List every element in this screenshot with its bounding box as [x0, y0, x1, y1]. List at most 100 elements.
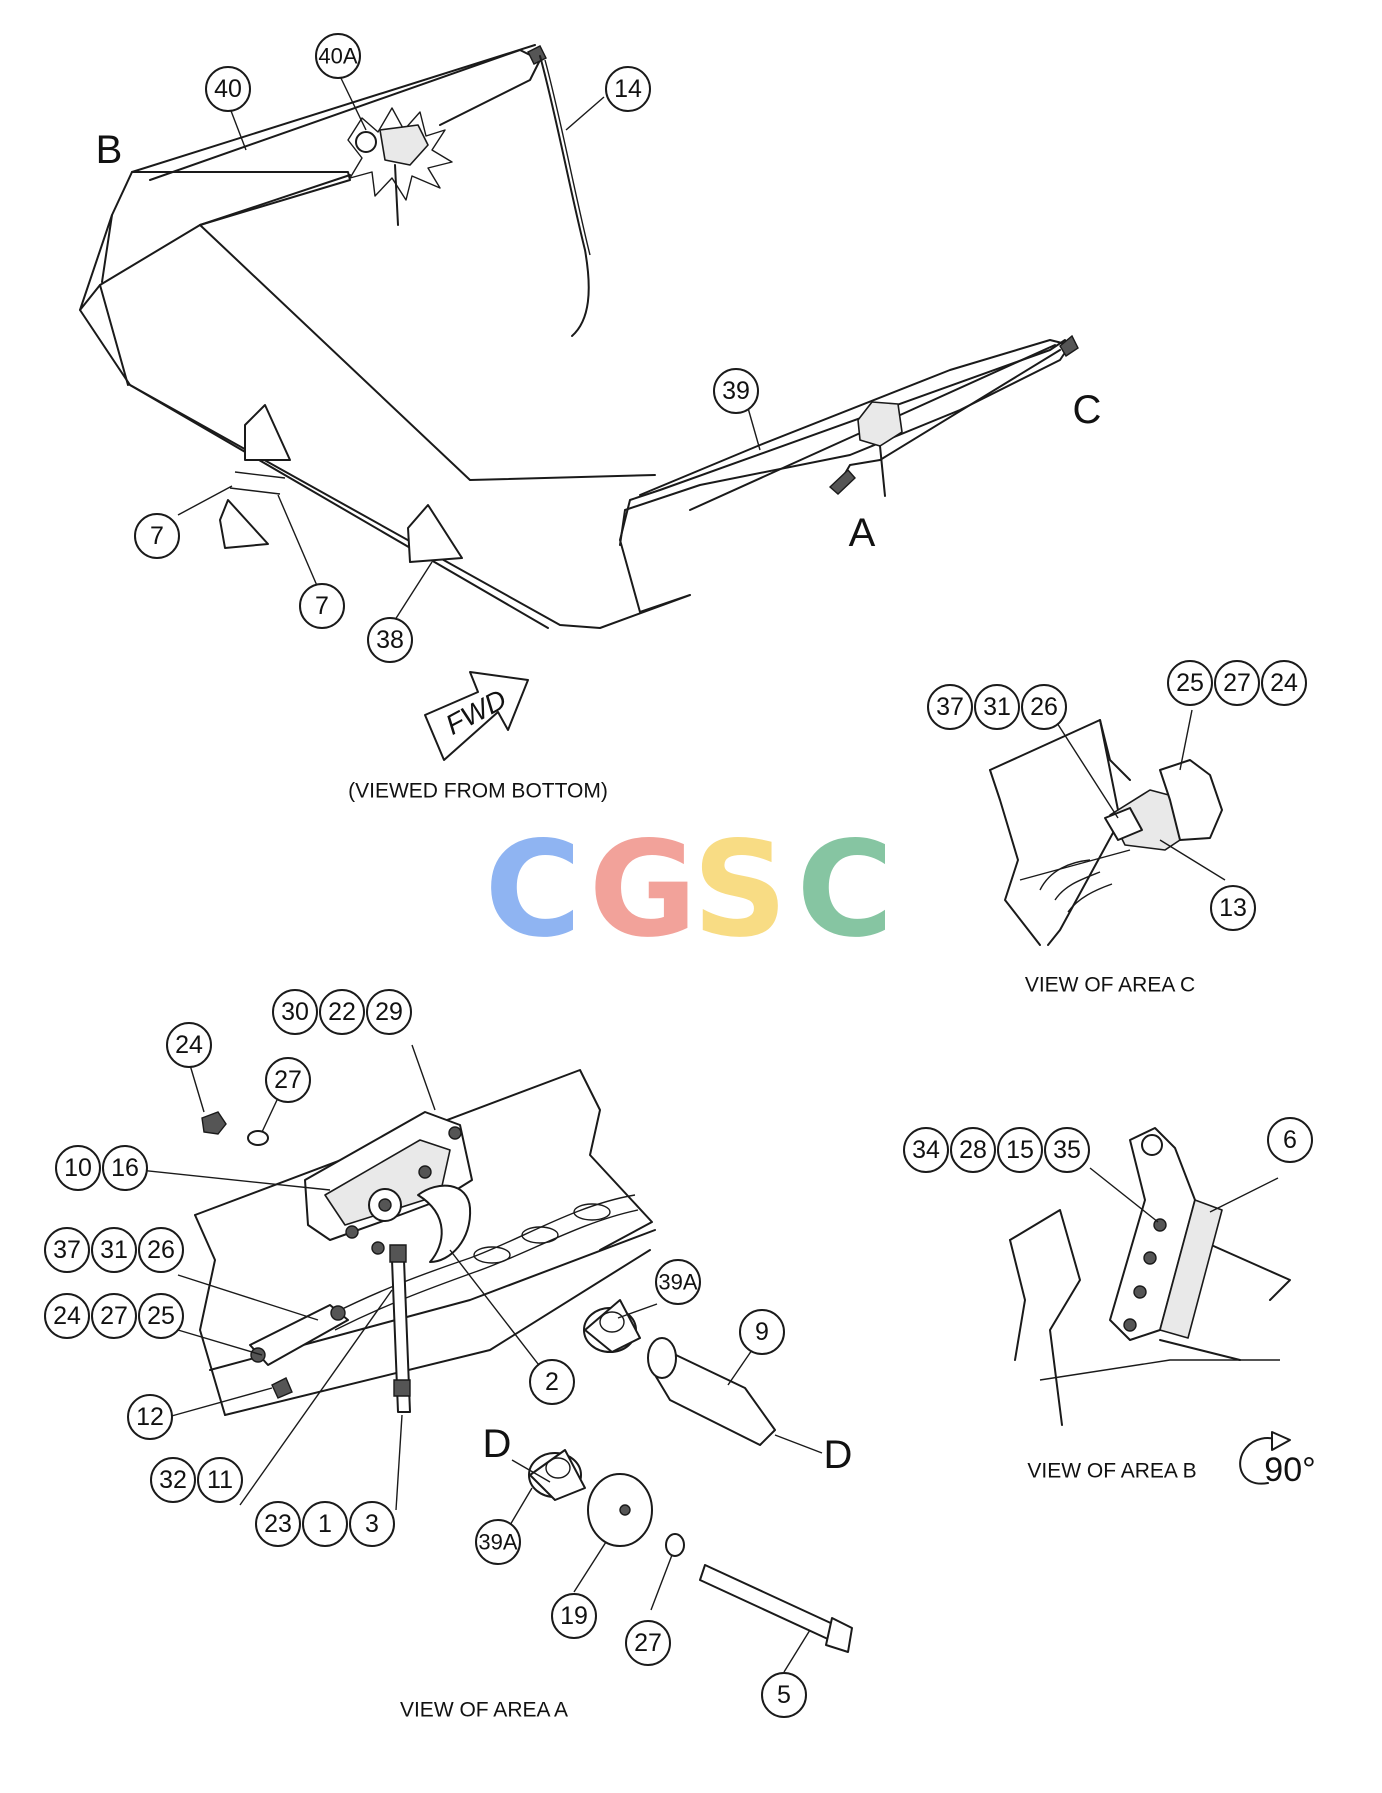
callout-a-22: 22 [319, 989, 365, 1035]
svg-text:24: 24 [175, 1031, 203, 1059]
svg-text:38: 38 [376, 626, 404, 654]
svg-text:27: 27 [274, 1066, 302, 1094]
area-a-leader-lines [119, 1044, 823, 1673]
callout-c-27: 27 [1214, 660, 1260, 706]
svg-text:30: 30 [281, 998, 309, 1026]
svg-text:23: 23 [264, 1510, 292, 1538]
callout-a-30: 30 [272, 989, 318, 1035]
callout-c-26: 26 [1021, 684, 1067, 730]
caption-view-area-c: VIEW OF AREA C [1025, 974, 1195, 997]
caption-viewed-from-bottom: (VIEWED FROM BOTTOM) [348, 780, 608, 803]
area-a-drawing [194, 1069, 853, 1653]
caption-view-area-b: VIEW OF AREA B [1027, 1460, 1196, 1483]
area-b-drawing [1009, 1127, 1291, 1426]
area-letter-c: C [1073, 388, 1102, 432]
callout-38: 38 [367, 617, 413, 663]
svg-text:28: 28 [959, 1136, 987, 1164]
svg-text:27: 27 [634, 1629, 662, 1657]
rotation-label: 90° [1264, 1451, 1315, 1489]
callout-a-16: 16 [102, 1145, 148, 1191]
callout-40a: 40A [315, 33, 361, 79]
callout-b-28: 28 [950, 1127, 996, 1173]
callout-a-37: 37 [44, 1227, 90, 1273]
svg-text:11: 11 [207, 1466, 233, 1494]
svg-text:27: 27 [100, 1302, 128, 1330]
svg-text:6: 6 [1283, 1126, 1297, 1154]
callout-a-5: 5 [761, 1672, 807, 1718]
callout-a-39a-lower: 39A [475, 1519, 521, 1565]
main-assembly-drawing [79, 44, 1079, 629]
svg-text:26: 26 [1030, 693, 1058, 721]
svg-text:31: 31 [100, 1236, 128, 1264]
callout-a-10: 10 [55, 1145, 101, 1191]
callout-a-11: 11 [197, 1457, 243, 1503]
callout-c-13: 13 [1210, 885, 1256, 931]
callout-b-34: 34 [903, 1127, 949, 1173]
callout-c-25: 25 [1167, 660, 1213, 706]
callout-b-35: 35 [1044, 1127, 1090, 1173]
svg-text:9: 9 [755, 1318, 769, 1346]
callout-a-27c: 27 [625, 1620, 671, 1666]
area-letter-b: B [96, 128, 123, 172]
svg-text:40A: 40A [318, 44, 357, 69]
callout-a-19: 19 [551, 1593, 597, 1639]
callout-a-24: 24 [166, 1022, 212, 1068]
fwd-arrow: FWD [424, 671, 529, 761]
callout-a-39a: 39A [655, 1259, 701, 1305]
svg-text:7: 7 [315, 592, 329, 620]
watermark-letter-1: C [485, 813, 582, 967]
callout-b-15: 15 [997, 1127, 1043, 1173]
svg-text:12: 12 [136, 1403, 164, 1431]
svg-text:19: 19 [560, 1602, 588, 1630]
callout-b-6: 6 [1267, 1117, 1313, 1163]
callout-a-23: 23 [255, 1501, 301, 1547]
callout-a-26: 26 [138, 1227, 184, 1273]
callout-c-24: 24 [1261, 660, 1307, 706]
callout-a-29: 29 [366, 989, 412, 1035]
svg-text:13: 13 [1219, 894, 1247, 922]
callout-7-right: 7 [299, 583, 345, 629]
caption-view-area-a: VIEW OF AREA A [400, 1699, 568, 1722]
svg-text:29: 29 [375, 998, 403, 1026]
callout-a-31: 31 [91, 1227, 137, 1273]
svg-text:40: 40 [214, 75, 242, 103]
callout-40: 40 [205, 66, 251, 112]
callout-a-9: 9 [739, 1309, 785, 1355]
watermark-letter-3: S [692, 813, 787, 967]
watermark-letter-2: G [589, 813, 697, 967]
callout-a-1: 1 [302, 1501, 348, 1547]
callout-a-27: 27 [265, 1057, 311, 1103]
area-letter-d-2: D [483, 1422, 512, 1466]
callout-39: 39 [713, 368, 759, 414]
svg-text:7: 7 [150, 522, 164, 550]
callout-7-left: 7 [134, 513, 180, 559]
area-c-leader-lines [1049, 709, 1226, 881]
callout-c-37: 37 [927, 684, 973, 730]
watermark-letter-4: C [797, 813, 894, 967]
svg-text:10: 10 [64, 1154, 92, 1182]
svg-text:37: 37 [53, 1236, 81, 1264]
area-c-drawing [989, 719, 1223, 946]
callout-14: 14 [605, 66, 651, 112]
area-b-leader-lines [1089, 1167, 1279, 1223]
svg-text:37: 37 [936, 693, 964, 721]
svg-text:25: 25 [147, 1302, 175, 1330]
svg-text:39: 39 [722, 377, 750, 405]
svg-text:16: 16 [111, 1154, 139, 1182]
svg-text:5: 5 [777, 1681, 791, 1709]
svg-text:24: 24 [1270, 669, 1298, 697]
main-leader-lines [177, 71, 761, 624]
svg-text:39A: 39A [478, 1530, 517, 1555]
svg-text:39A: 39A [658, 1270, 697, 1295]
svg-text:14: 14 [614, 75, 642, 103]
svg-text:31: 31 [983, 693, 1011, 721]
callout-a-25: 25 [138, 1293, 184, 1339]
callout-a-27b: 27 [91, 1293, 137, 1339]
svg-text:22: 22 [328, 998, 356, 1026]
callout-a-12: 12 [127, 1394, 173, 1440]
callout-c-31: 31 [974, 684, 1020, 730]
svg-text:1: 1 [318, 1510, 332, 1538]
area-letter-d-1: D [824, 1433, 853, 1477]
callout-bubbles: 40 40A 14 39 7 7 38 37 31 26 25 27 24 13… [44, 33, 1313, 1718]
